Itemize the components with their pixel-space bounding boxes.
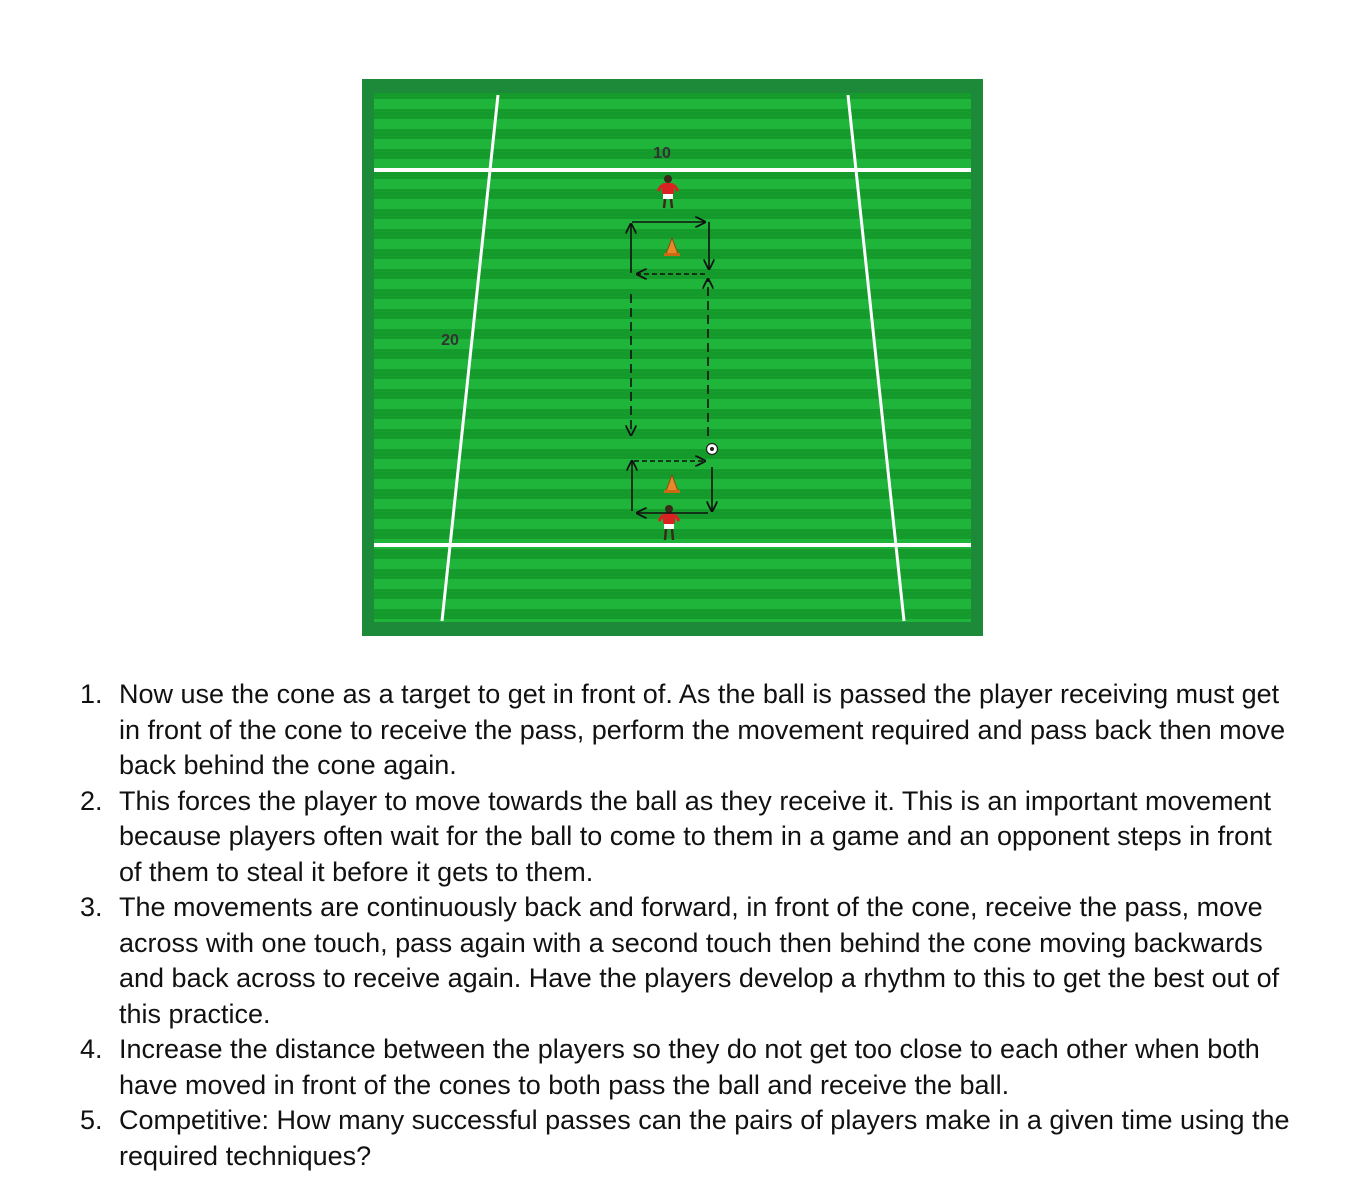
right-side-line [846, 94, 906, 622]
instruction-number: 4. [80, 1034, 103, 1064]
movement-arrows-bottom [632, 461, 712, 513]
instruction-text: The movements are continuously back and … [119, 892, 1280, 1029]
instruction-text: Increase the distance between the player… [119, 1034, 1260, 1100]
top-cone-icon [664, 236, 680, 256]
ball-icon [705, 442, 719, 456]
instruction-number: 1. [80, 679, 103, 709]
instruction-item-1: 1. Now use the cone as a target to get in… [80, 677, 1300, 784]
pitch-svg: 10 20 [362, 79, 983, 636]
bottom-cone-icon [664, 473, 680, 493]
bottom-player-icon [657, 505, 681, 541]
movement-arrows-middle [631, 279, 708, 436]
instruction-text: Now use the cone as a target to get in f… [119, 679, 1286, 780]
instruction-item-5: 5. Competitive: How many successful passe… [80, 1103, 1300, 1174]
length-label: 20 [441, 332, 459, 349]
instruction-number: 5. [80, 1105, 103, 1135]
instruction-text: Competitive: How many successful passes … [119, 1105, 1290, 1171]
instruction-text: This forces the player to move towards t… [119, 785, 1272, 887]
instruction-item-4: 4. Increase the distance between the play… [80, 1032, 1300, 1103]
instruction-number: 2. [80, 785, 103, 816]
width-label: 10 [653, 145, 671, 162]
movement-arrows-top [631, 222, 709, 274]
pitch-grass [374, 93, 971, 622]
left-side-line [440, 94, 500, 622]
top-player-icon [656, 175, 680, 209]
instruction-list: 1. Now use the cone as a target to get in… [80, 677, 1300, 1174]
instruction-item-3: 3. The movements are continuously back an… [80, 890, 1300, 1032]
instruction-number: 3. [80, 892, 103, 922]
drill-diagram: 10 20 [362, 79, 983, 636]
instruction-item-2: 2. This forces the player to move towards… [80, 784, 1300, 891]
